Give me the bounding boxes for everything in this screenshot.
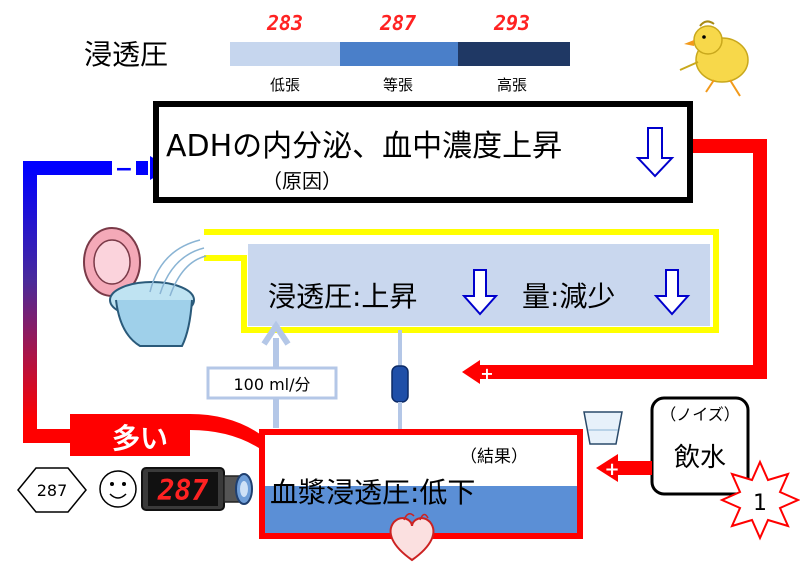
- burst-label: 1: [753, 491, 767, 516]
- scale-value-283: 283: [266, 11, 303, 35]
- adh-to-urine-path: [480, 139, 767, 379]
- adh-cause-label: （原因）: [262, 169, 342, 193]
- scale-segment-hypertonic: [458, 42, 570, 66]
- scale-segment-hypotonic: [230, 42, 340, 66]
- adh-box: [153, 101, 693, 203]
- led-display-value: 287: [157, 474, 209, 507]
- noise-label: 飲水: [674, 443, 726, 473]
- noise-box: [650, 396, 750, 496]
- negative-feedback-path: [23, 161, 148, 420]
- camera-lens-icon: [223, 473, 253, 505]
- down-arrow-icon: [461, 269, 499, 316]
- noise-arrowhead: [596, 454, 618, 482]
- adh-title: ADHの内分泌、血中濃度上昇: [166, 129, 562, 164]
- minus-badge-bg: [112, 160, 136, 176]
- smiley-mouth: [109, 493, 127, 499]
- minus-sign: −: [115, 157, 133, 182]
- smiley-eye-left: [110, 482, 114, 486]
- duckling-icon: [679, 20, 749, 97]
- scale-value-293: 293: [493, 11, 530, 35]
- plasma-result-label: （結果）: [460, 447, 528, 467]
- capsule-icon: [391, 365, 409, 403]
- page-title: 浸透圧: [84, 38, 168, 71]
- scale-label-hypotonic: 低張: [270, 76, 300, 94]
- flow-rate-box: [206, 366, 338, 400]
- flow-rate-label: 100 ml/分: [233, 375, 310, 394]
- osmolality-scale: 283 287 293 低張 等張 高張: [230, 11, 570, 94]
- diamond-badge: [17, 467, 87, 513]
- scale-segment-isotonic: [340, 42, 458, 66]
- plasma-osmolality-label: 血漿浸透圧:低下: [270, 476, 475, 509]
- heart-icon: [389, 513, 435, 562]
- down-arrow-icon: [635, 127, 675, 178]
- urine-osmolality-label: 浸透圧:上昇: [268, 280, 417, 313]
- scale-value-287: 287: [379, 11, 416, 35]
- led-screen: [148, 472, 218, 506]
- diamond-value: 287: [37, 481, 68, 500]
- noise-title: （ノイズ）: [660, 405, 740, 424]
- burst-icon: [719, 459, 800, 541]
- toilet-icon: [83, 227, 207, 347]
- urine-arrowhead: [462, 360, 480, 384]
- down-arrow-icon: [653, 269, 691, 316]
- many-arrow: [70, 414, 268, 456]
- water-glass-icon: [583, 411, 623, 445]
- plus-sign-urine: +: [480, 364, 493, 383]
- urine-yellow-border: [204, 229, 719, 333]
- plus-sign-noise: +: [604, 459, 619, 480]
- urine-volume-label: 量:減少: [522, 280, 615, 313]
- many-label: 多い: [112, 422, 168, 455]
- smiley-eye-right: [122, 482, 126, 486]
- feedback-path-bottom: [23, 420, 70, 443]
- scale-label-isotonic: 等張: [383, 76, 413, 94]
- flow-arrowhead: [261, 320, 291, 346]
- scale-label-hypertonic: 高張: [497, 76, 527, 94]
- smiley-icon: [99, 470, 137, 508]
